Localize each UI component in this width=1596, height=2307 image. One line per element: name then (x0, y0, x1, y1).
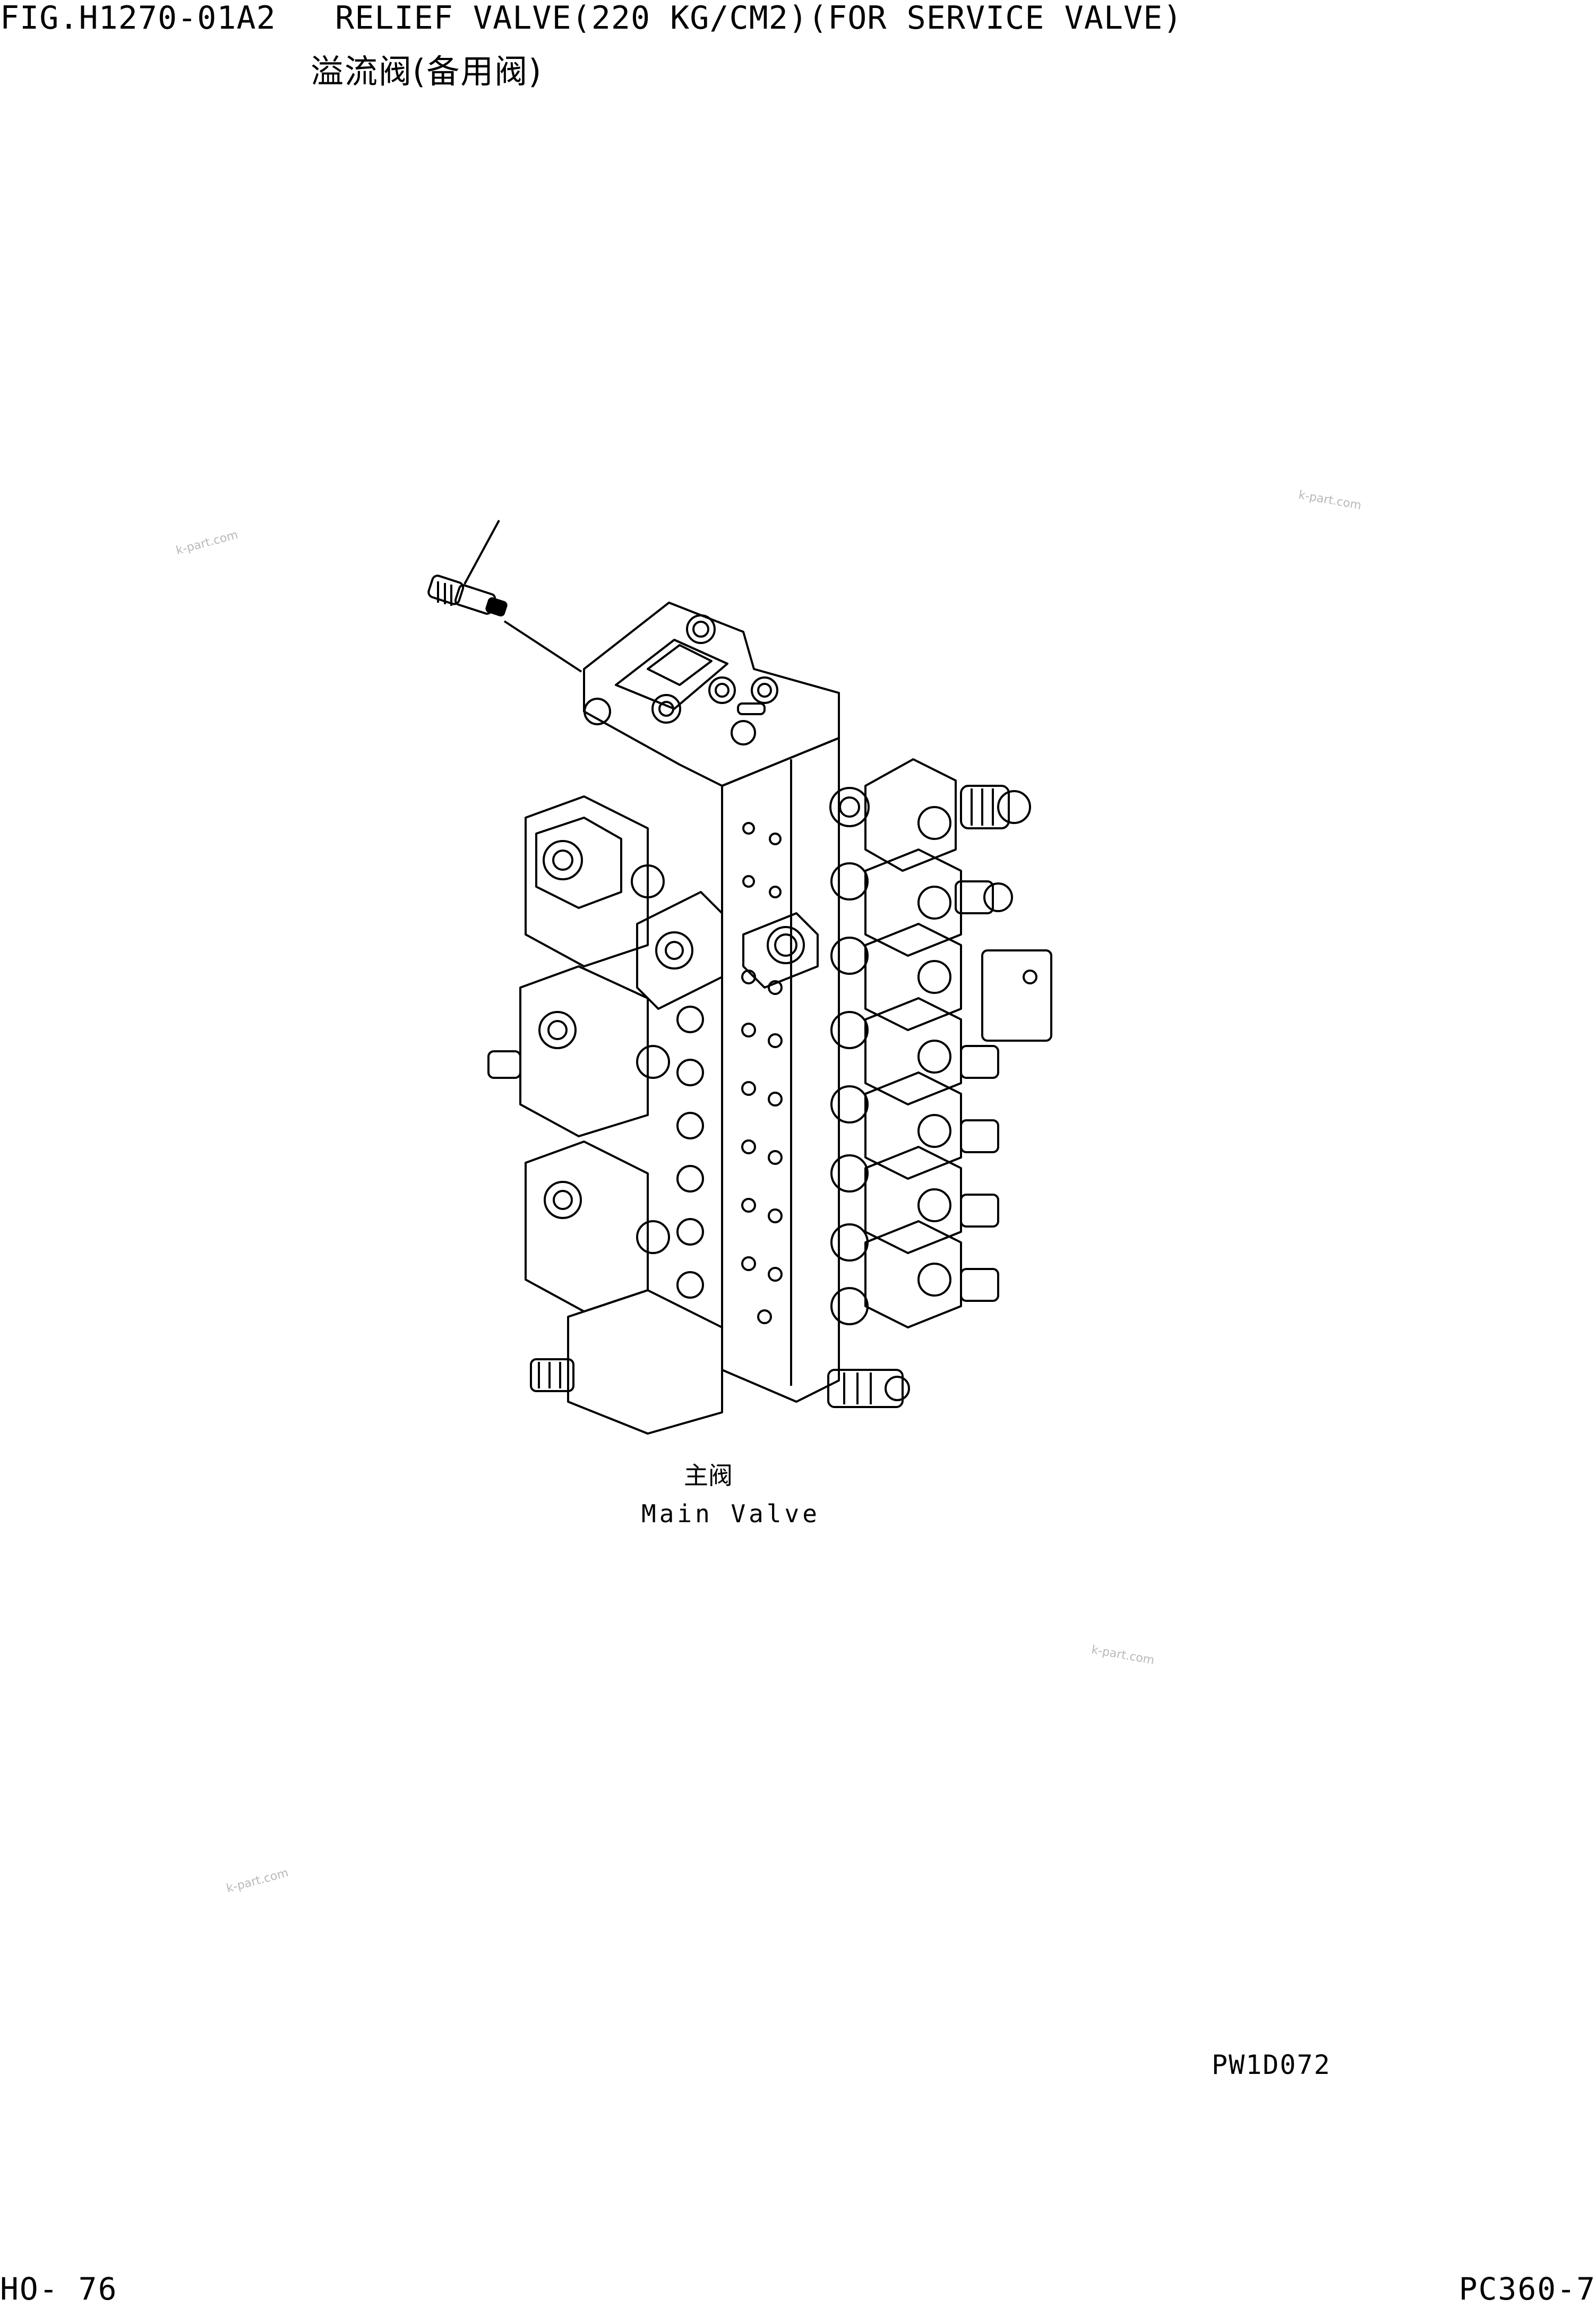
figure-title-cn: 溢流阀(备用阀) (311, 52, 543, 91)
drawing-code: PW1D072 (1212, 2049, 1331, 2080)
watermark: k-part.com (174, 528, 239, 558)
valve-top-block (583, 602, 840, 787)
valve-main-body (721, 737, 840, 1403)
model-number: PC360-7 (1458, 2271, 1596, 2307)
valve-middle-ports (636, 891, 723, 1299)
relief-valve-part (427, 520, 582, 673)
valve-left-sections (487, 795, 723, 1435)
drawing-label-cn: 主阀 (684, 1461, 733, 1490)
watermark: k-part.com (1297, 488, 1363, 513)
page-number: HO- 76 (0, 2271, 118, 2307)
main-valve-drawing (427, 520, 1052, 1435)
figure-title: FIG.H1270-01A2 RELIEF VALVE(220 KG/CM2)(… (0, 0, 1183, 37)
drawing-label-en: Main Valve (641, 1499, 820, 1528)
watermark: k-part.com (1090, 1643, 1156, 1668)
valve-right-spools (827, 758, 1052, 1408)
watermark: k-part.com (225, 1866, 290, 1896)
